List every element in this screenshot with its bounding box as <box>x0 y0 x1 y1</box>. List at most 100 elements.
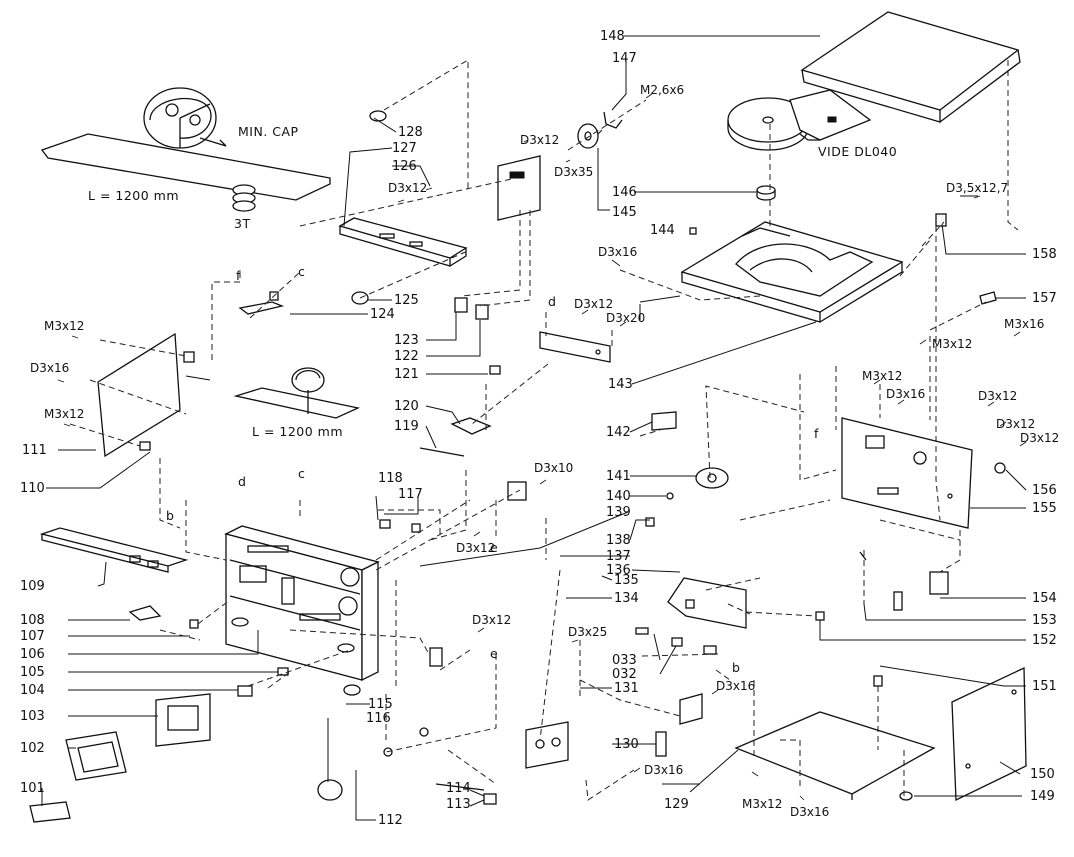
part-119 <box>419 447 465 457</box>
callout-122: 122 <box>394 349 419 364</box>
letter-f: f <box>236 268 241 283</box>
screw-label: D3x12 <box>520 133 559 147</box>
callout-124: 124 <box>370 307 395 322</box>
callout-123: 123 <box>394 333 419 348</box>
callout-labels: 148 147 146 145 144 143 142 141 140 139 … <box>20 29 1057 828</box>
callout-136: 136 <box>606 563 631 578</box>
callout-102: 102 <box>20 741 45 756</box>
part-151 <box>873 675 883 687</box>
letter-f: f <box>814 426 819 441</box>
callout-137: 137 <box>606 549 631 564</box>
part-156 <box>994 462 1006 474</box>
pcb-111 <box>97 332 195 458</box>
letter-b: b <box>166 508 174 523</box>
clip-154 <box>893 591 903 611</box>
block-122 <box>475 304 489 320</box>
screw-label: M2,6x6 <box>640 83 684 97</box>
bottom-plate-129 <box>734 711 936 800</box>
screw-label: D3x35 <box>554 165 593 179</box>
callout-139: 139 <box>606 505 631 520</box>
part-157 <box>979 291 997 305</box>
callout-129: 129 <box>664 797 689 812</box>
part-118 <box>379 519 391 529</box>
callout-145: 145 <box>612 205 637 220</box>
mech-plate <box>497 155 541 221</box>
screw-label: D3x12 <box>574 297 613 311</box>
foot-146 <box>756 185 776 201</box>
back-panel-150 <box>951 666 1027 802</box>
screw-label: M3x12 <box>862 369 902 383</box>
callout-109: 109 <box>20 579 45 594</box>
letter-d: d <box>238 474 246 489</box>
part-117 <box>411 523 421 533</box>
callout-114: 114 <box>446 781 471 796</box>
belt-assembly-mid <box>233 367 361 419</box>
part-033 <box>635 627 649 635</box>
screw-label: D3x20 <box>606 311 645 325</box>
callout-140: 140 <box>606 489 631 504</box>
foot-149 <box>899 791 913 801</box>
screw-label: M3x16 <box>1004 317 1044 331</box>
part-108 <box>128 605 162 621</box>
side-bracket <box>525 721 569 769</box>
callout-150: 150 <box>1030 767 1055 782</box>
strip-109 <box>39 527 189 573</box>
main-chassis-143 <box>680 221 904 323</box>
pcb-155 <box>841 417 973 529</box>
screw-label: M3x12 <box>44 319 84 333</box>
callout-153: 153 <box>1032 613 1057 628</box>
letter-e: e <box>490 646 498 661</box>
part-138 <box>645 517 655 527</box>
door-window-102 <box>65 731 127 781</box>
callout-107: 107 <box>20 629 45 644</box>
callout-143: 143 <box>608 377 633 392</box>
part-140 <box>666 492 674 500</box>
callout-149: 149 <box>1030 789 1055 804</box>
callout-157: 157 <box>1032 291 1057 306</box>
callout-131: 131 <box>614 681 639 696</box>
leader-lines <box>41 35 1027 821</box>
washer <box>419 727 429 737</box>
callout-105: 105 <box>20 665 45 680</box>
part-107 <box>189 619 199 629</box>
part-032b <box>703 645 717 655</box>
screw-label: D3x12 <box>1020 431 1059 445</box>
callout-152: 152 <box>1032 633 1057 648</box>
letter-c: c <box>298 466 305 481</box>
callout-112: 112 <box>378 813 403 828</box>
callout-127: 127 <box>392 141 417 156</box>
callout-144: 144 <box>650 223 675 238</box>
letter-d: d <box>548 294 556 309</box>
part-142 <box>651 411 677 431</box>
part-158 <box>935 213 947 227</box>
part-153 <box>859 551 867 561</box>
screw-label: D3x12 <box>978 389 1017 403</box>
callout-113: 113 <box>446 797 471 812</box>
callout-146: 146 <box>612 185 637 200</box>
vide-note: VIDE DL040 <box>818 144 897 159</box>
knob-128 <box>369 110 387 122</box>
callout-142: 142 <box>606 425 631 440</box>
knob-116 <box>317 779 343 801</box>
part-154 <box>929 571 949 595</box>
notes: MIN. CAP L = 1200 mm 3T L = 1200 mm VIDE… <box>88 124 897 439</box>
part-104 <box>237 685 253 697</box>
callout-108: 108 <box>20 613 45 628</box>
part-130 <box>655 731 667 757</box>
washer <box>383 747 393 757</box>
callout-147: 147 <box>612 51 637 66</box>
callout-106: 106 <box>20 647 45 662</box>
callout-154: 154 <box>1032 591 1057 606</box>
bracket-127 <box>338 217 468 267</box>
part-101 <box>29 801 71 823</box>
assembly-guides <box>69 59 1019 801</box>
callout-125: 125 <box>394 293 419 308</box>
screw-label: D3x16 <box>598 245 637 259</box>
belt-length-note-2: L = 1200 mm <box>252 424 343 439</box>
part-152 <box>815 611 825 621</box>
screw-label: D3x12 <box>456 541 495 555</box>
front-panel <box>224 525 380 682</box>
callout-135: 135 <box>614 573 639 588</box>
part-113 <box>483 793 497 805</box>
callout-148: 148 <box>600 29 625 44</box>
